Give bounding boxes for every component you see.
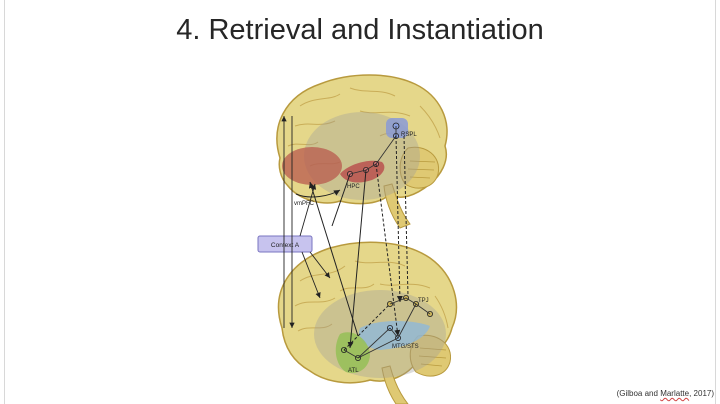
brainstem-bottom [381, 365, 409, 404]
gyri-lines-bottom [294, 260, 449, 332]
arrow-hpc-up [331, 173, 351, 227]
hpc-region [340, 160, 385, 183]
atl-region [335, 332, 370, 374]
vmpfc-label: vmPFC [294, 201, 315, 207]
rspl-label: RSPL [401, 132, 417, 138]
dashed-rspl-to-tpj-2 [403, 135, 409, 297]
slide-border-left [4, 0, 5, 404]
citation: (Gilboa and Marlatte, 2017) [617, 389, 714, 398]
dashed-atl-to-tpj [343, 303, 391, 351]
tpj-label: TPJ [418, 298, 429, 304]
brainstem-top [383, 183, 411, 229]
citation-close: , 2017) [689, 389, 714, 398]
slide-title: 4. Retrieval and Instantiation [176, 14, 544, 46]
dashed-rspl-to-tpj [395, 135, 403, 303]
cerebellum-bottom-folia [418, 347, 447, 367]
context-label: Context A [271, 242, 300, 249]
arrow-context-to-bottom [309, 251, 331, 279]
brain-diagram: RSPL HPC vmPFC [240, 66, 480, 404]
context-box: Context A [257, 235, 313, 253]
arrow-context-to-bottom-2 [301, 251, 321, 299]
arrow-bottom-to-vmpfc [308, 181, 359, 337]
dashed-hpc-to-mtg [375, 163, 401, 337]
hpc-label: HPC [347, 184, 360, 190]
arrow-vmpfc-hpc [295, 189, 341, 198]
citation-author: Marlatte [660, 389, 690, 398]
network-links-bottom [343, 297, 431, 359]
atl-label: ATL [348, 368, 359, 374]
citation-open: (Gilboa and [616, 389, 661, 398]
slide-border-right [715, 0, 716, 404]
arrow-context-to-top [299, 183, 317, 237]
lateral-brain-view: TPJ MTG/STS ATL [277, 241, 458, 404]
mtg-sts-label: MTG/STS [392, 344, 419, 350]
connection-arrows [281, 116, 409, 351]
vmpfc-region [282, 147, 342, 185]
medial-brain-view: RSPL HPC vmPFC [276, 74, 448, 229]
cerebellum-folia [407, 160, 436, 179]
brain-diagram-svg: RSPL HPC vmPFC [257, 74, 458, 404]
